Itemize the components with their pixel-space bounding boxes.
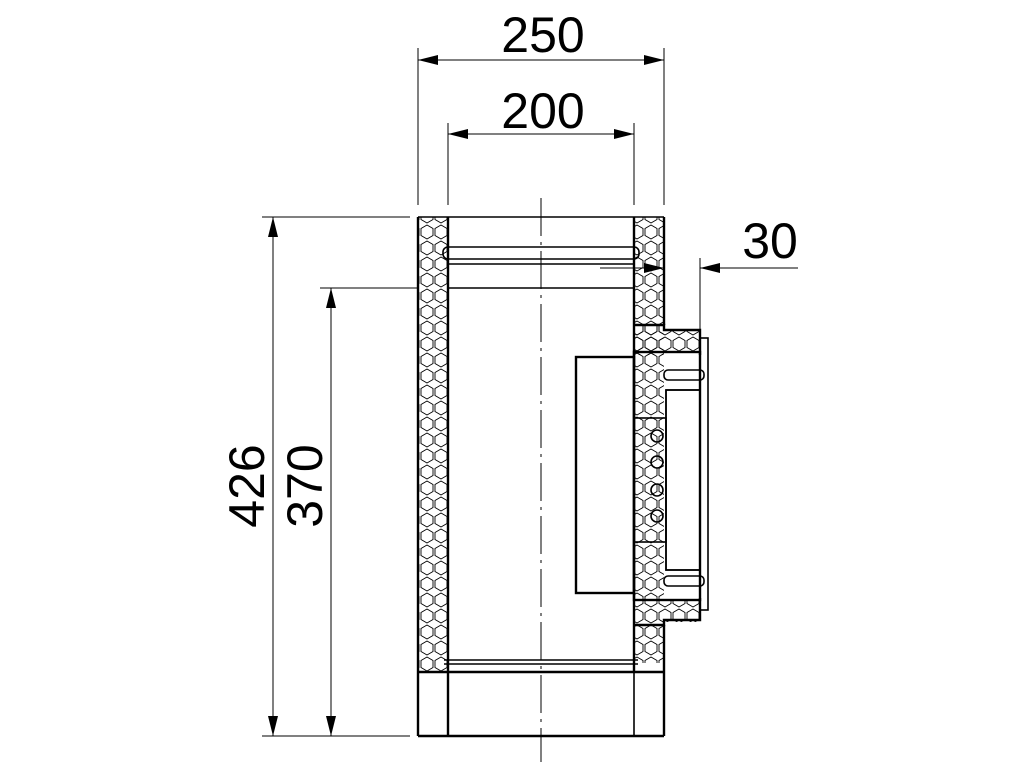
insulation-layer — [418, 217, 700, 672]
dimension-lines — [262, 48, 798, 737]
dimension-label-426: 426 — [219, 444, 275, 527]
dimension-label-30: 30 — [742, 213, 798, 269]
dimension-label-250: 250 — [501, 7, 584, 63]
dimension-label-200: 200 — [501, 83, 584, 139]
dimension-label-370: 370 — [277, 444, 333, 527]
cleanout-door — [574, 323, 709, 627]
door-bolts — [650, 429, 664, 523]
